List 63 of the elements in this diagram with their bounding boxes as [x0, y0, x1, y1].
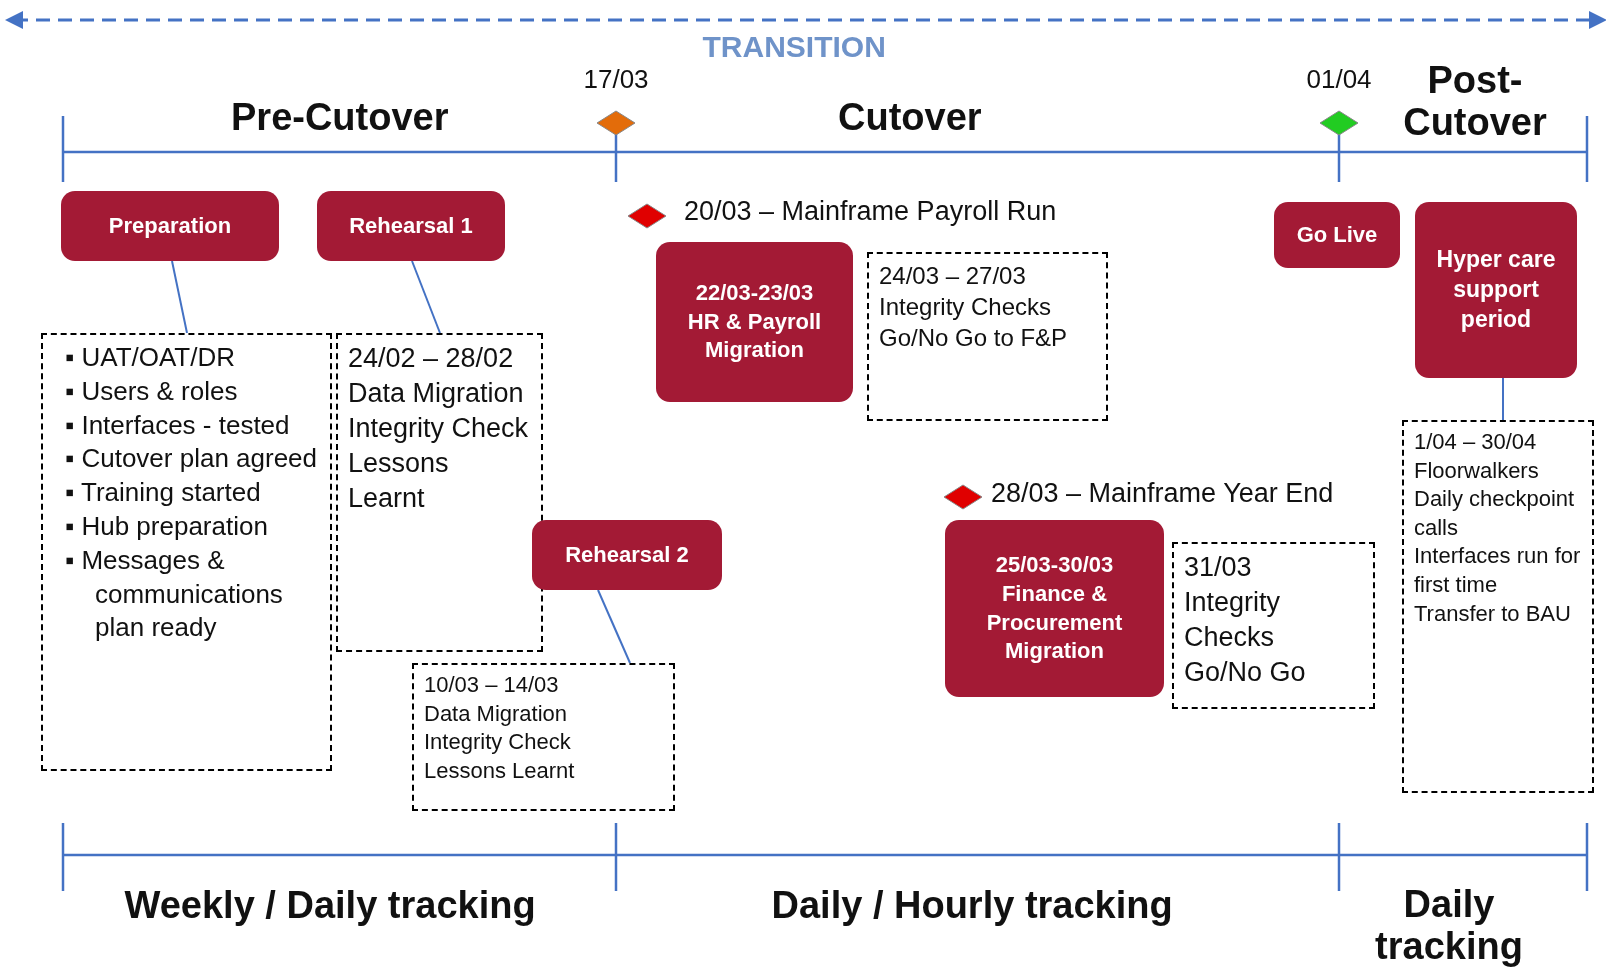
note-text: Floorwalkers — [1414, 456, 1540, 485]
note-text: Lessons Learnt — [348, 447, 450, 516]
note-text: Integrity Checks — [1184, 586, 1282, 655]
note-text: Go/No Go to F&P — [879, 323, 1069, 354]
list-item: ▪ Interfaces - tested — [65, 408, 291, 442]
list-item: ▪ Users & roles — [65, 374, 239, 408]
phase-text: Rehearsal 1 — [349, 211, 473, 240]
phase-box — [1415, 202, 1577, 378]
phase-heading: Daily tracking — [1374, 884, 1524, 968]
note-box — [867, 252, 1108, 421]
milestone-label: 17/03 — [583, 64, 649, 95]
phase-heading: Pre-Cutover — [231, 96, 449, 139]
phase-text: 25/03-30/03 — [995, 551, 1114, 580]
note-text: 24/03 – 27/03 — [879, 261, 1027, 291]
note-text: 24/02 – 28/02 — [348, 342, 515, 375]
phase-text: Go Live — [1296, 220, 1378, 249]
note-text: Integrity Check — [348, 412, 530, 446]
phase-heading: Daily / Hourly tracking — [771, 884, 1173, 927]
phase-heading: Weekly / Daily tracking — [124, 884, 536, 927]
note-text: 31/03 — [1184, 551, 1253, 584]
leader-line — [171, 260, 188, 334]
phase-box — [656, 242, 853, 402]
note-box — [1172, 542, 1375, 709]
phase-heading: Post-Cutover — [1402, 60, 1548, 144]
leader-line — [411, 260, 441, 334]
note-text: 1/04 – 30/04 — [1414, 428, 1538, 456]
milestone-label: 01/04 — [1306, 64, 1372, 95]
note-text: Daily checkpoint calls — [1414, 485, 1576, 542]
note-text: Data Migration — [348, 377, 525, 411]
note-box — [412, 663, 675, 811]
note-text: Data Migration — [424, 699, 569, 728]
milestone-label: 20/03 – Mainframe Payroll Run — [684, 196, 1057, 227]
note-box — [336, 333, 543, 652]
note-text: Integrity Check — [424, 728, 572, 757]
note-text: Go/No Go — [1184, 656, 1307, 690]
phase-heading: Cutover — [838, 96, 982, 139]
transition-label: TRANSITION — [702, 30, 886, 64]
phase-text: 22/03-23/03 — [695, 279, 814, 308]
list-item: ▪ UAT/OAT/DR — [65, 341, 237, 374]
list-item: ▪ Hub preparation — [65, 510, 269, 543]
phase-box — [317, 191, 505, 261]
phase-text: Preparation — [108, 211, 232, 240]
leader-line — [597, 589, 631, 664]
note-text: Lessons Learnt — [424, 756, 576, 785]
note-text: Transfer to BAU — [1414, 599, 1572, 628]
list-item: ▪ Messages & communications plan ready — [65, 543, 284, 645]
list-item: ▪ Cutover plan agreed — [65, 442, 319, 476]
note-text: 10/03 – 14/03 — [424, 671, 560, 699]
phase-text: Finance & Procurement Migration — [985, 579, 1124, 666]
note-text: Interfaces run for first time — [1414, 542, 1582, 599]
leader-line — [1502, 377, 1504, 421]
note-box — [1402, 420, 1594, 793]
phase-box — [61, 191, 279, 261]
note-box — [41, 333, 332, 771]
list-item: ▪ Training started — [65, 476, 262, 510]
note-text: Integrity Checks — [879, 292, 1053, 323]
phase-text: Hyper care support period — [1435, 245, 1557, 334]
phase-text: HR & Payroll Migration — [686, 307, 823, 365]
milestone-label: 28/03 – Mainframe Year End — [991, 478, 1334, 509]
phase-box — [532, 520, 722, 590]
phase-text: Rehearsal 2 — [565, 540, 689, 569]
phase-box — [1274, 202, 1400, 268]
phase-box — [945, 520, 1164, 697]
